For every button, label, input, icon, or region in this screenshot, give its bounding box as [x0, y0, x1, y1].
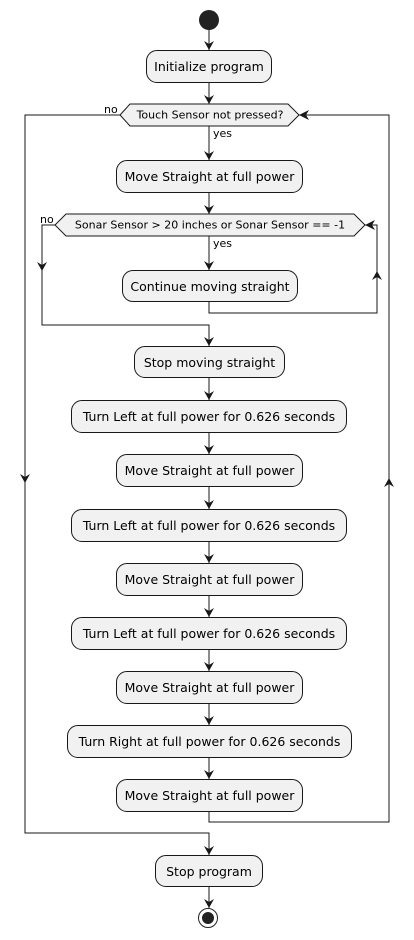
arrowhead	[299, 110, 309, 120]
touch-no-label: no	[104, 103, 118, 116]
move-straight-step-4: Move Straight at full power	[116, 671, 303, 704]
arrowhead	[204, 41, 214, 50]
arrowhead	[204, 445, 214, 454]
initialize-program-step: Initialize program	[146, 50, 272, 83]
arrowhead	[204, 337, 214, 346]
stop-program-step: Stop program	[155, 855, 263, 887]
sonar-no-label: no	[40, 213, 54, 226]
touch-decision-label: Touch Sensor not pressed?	[136, 108, 284, 122]
arrowhead	[204, 554, 214, 563]
touch-no-edge	[24, 114, 210, 855]
stop-moving-straight-step: Stop moving straight	[134, 346, 285, 378]
arrowhead	[20, 474, 30, 483]
arrowhead	[204, 391, 214, 400]
arrowhead	[204, 716, 214, 725]
arrowhead	[204, 846, 214, 855]
arrowhead	[204, 500, 214, 509]
arrowhead	[37, 262, 47, 271]
end-node	[198, 908, 218, 928]
move-straight-step-5: Move Straight at full power	[116, 779, 303, 812]
arrowhead	[204, 205, 214, 214]
arrowhead	[204, 899, 214, 908]
sonar-no-edge	[41, 224, 210, 346]
move-straight-step-3: Move Straight at full power	[116, 563, 303, 596]
turn-left-step-1: Turn Left at full power for 0.626 second…	[71, 400, 347, 433]
move-straight-step-2: Move Straight at full power	[116, 454, 303, 487]
arrowhead	[204, 608, 214, 617]
touch-yes-label: yes	[213, 127, 233, 140]
sonar-yes-label: yes	[213, 237, 233, 250]
start-node	[199, 10, 219, 30]
turn-left-step-2: Turn Left at full power for 0.626 second…	[71, 509, 347, 542]
sonar-loop-edge	[208, 224, 378, 314]
arrowhead	[204, 95, 214, 104]
arrowhead	[204, 261, 214, 270]
sonar-decision-label: Sonar Sensor > 20 inches or Sonar Sensor…	[74, 218, 346, 232]
touch-loop-edge	[208, 114, 390, 823]
arrowhead	[372, 271, 382, 280]
continue-moving-step: Continue moving straight	[122, 270, 298, 302]
arrowhead	[204, 662, 214, 671]
arrowhead	[365, 220, 375, 230]
move-straight-step-1: Move Straight at full power	[116, 160, 303, 193]
arrowhead	[204, 151, 214, 160]
end-node-inner	[202, 912, 214, 924]
arrowhead	[384, 478, 394, 487]
turn-left-step-3: Turn Left at full power for 0.626 second…	[71, 617, 347, 650]
arrowhead	[204, 770, 214, 779]
turn-right-step: Turn Right at full power for 0.626 secon…	[67, 725, 352, 758]
